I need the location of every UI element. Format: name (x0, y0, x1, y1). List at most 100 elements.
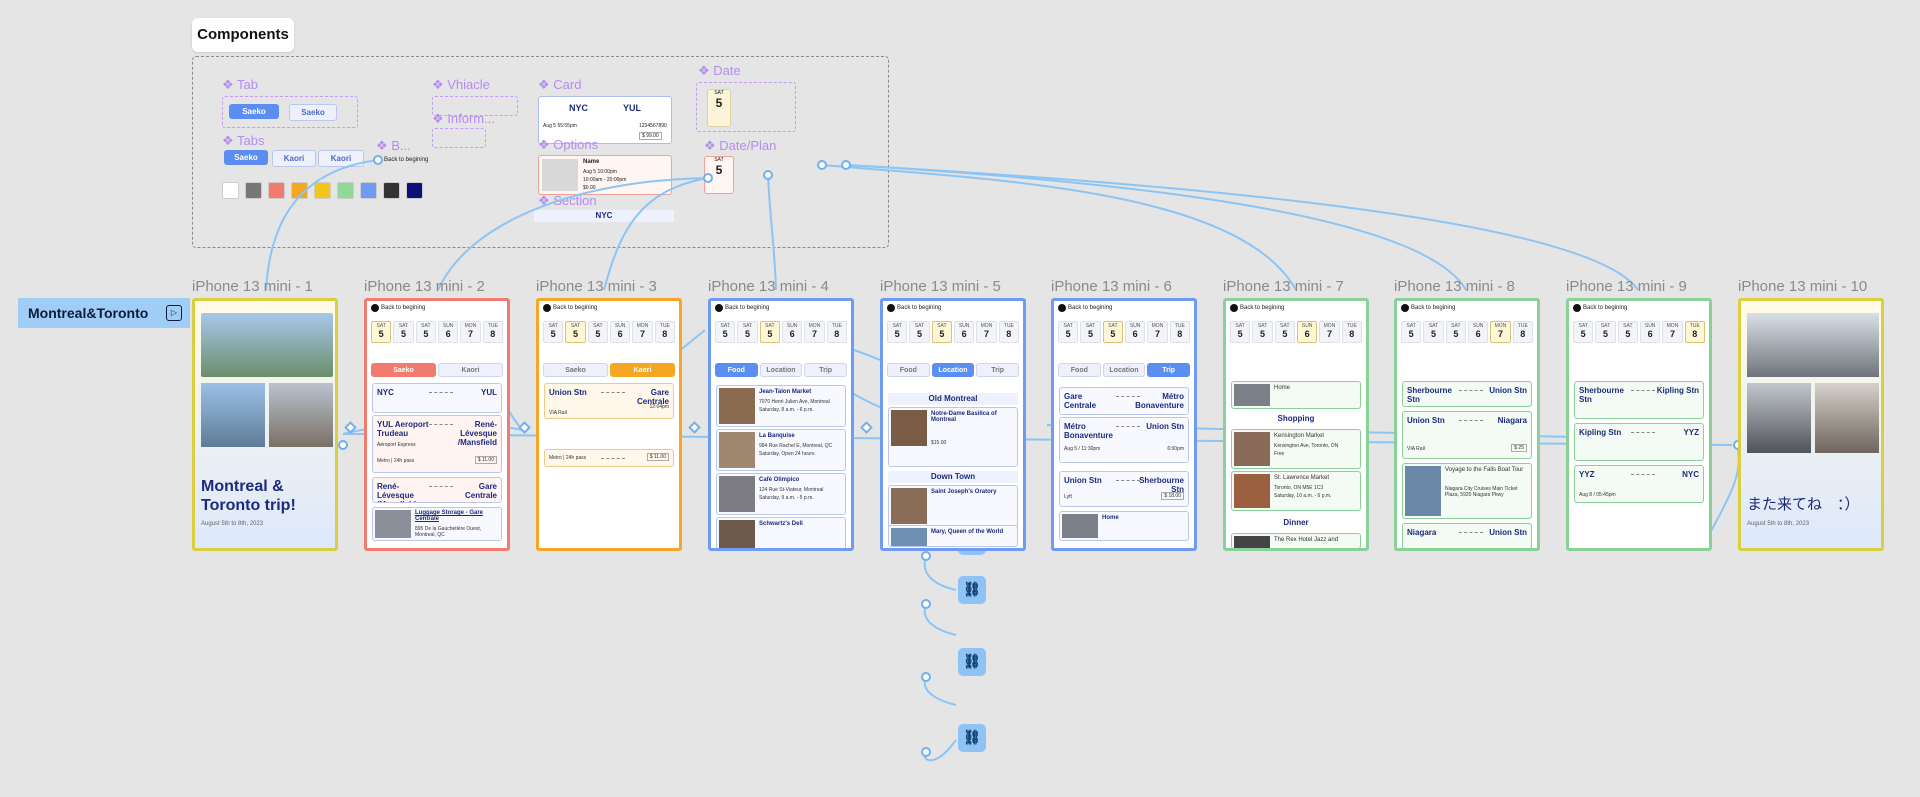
connector-node[interactable] (703, 173, 713, 183)
connector-node[interactable] (373, 155, 383, 165)
color-swatch[interactable] (383, 182, 400, 199)
date-component[interactable]: SAT 5 (696, 82, 796, 132)
color-swatch[interactable] (360, 182, 377, 199)
connector-node[interactable] (338, 440, 348, 450)
color-swatch[interactable] (268, 182, 285, 199)
component-label-date-plan[interactable]: ❖ Date/Plan (704, 138, 777, 153)
connector-node[interactable] (921, 672, 931, 682)
frame-title[interactable]: iPhone 13 mini - 2 (364, 278, 485, 295)
play-icon[interactable]: ▷ (166, 305, 182, 321)
tab-trip[interactable]: Trip (1147, 363, 1191, 377)
color-swatch[interactable] (314, 182, 331, 199)
card-component[interactable]: NYC YUL Aug 5 55:55pm 1234567890 $ 99.00 (538, 96, 672, 144)
component-label-options[interactable]: ❖ Options (538, 137, 599, 152)
component-label-inform[interactable]: ❖ Inform... (432, 111, 495, 126)
component-label-vhiacle[interactable]: ❖ Vhiacle (432, 77, 490, 92)
frame-title[interactable]: iPhone 13 mini - 5 (880, 278, 1001, 295)
tab-saeko[interactable]: Saeko (543, 363, 608, 377)
frame-title[interactable]: iPhone 13 mini - 9 (1566, 278, 1687, 295)
route-card[interactable]: Metro | 24h pass$ 11.00 (544, 449, 674, 467)
component-label-tab[interactable]: ❖ Tab (222, 77, 258, 92)
connector-node[interactable] (921, 747, 931, 757)
back-button[interactable]: Back to begining (715, 304, 769, 312)
back-button[interactable]: Back to begining (1058, 304, 1112, 312)
frame-title[interactable]: iPhone 13 mini - 7 (1223, 278, 1344, 295)
tab-food[interactable]: Food (1058, 363, 1101, 377)
place-card[interactable]: The Rex Hotel Jazz and (1231, 533, 1361, 548)
color-swatch[interactable] (337, 182, 354, 199)
connector-node[interactable] (817, 160, 827, 170)
component-label-b[interactable]: ❖ B... (376, 138, 411, 153)
link-icon[interactable]: ⛓ (958, 576, 986, 604)
back-button[interactable]: Back to begining (371, 304, 425, 312)
frame-title[interactable]: iPhone 13 mini - 10 (1738, 278, 1868, 295)
tab-location[interactable]: Location (931, 363, 975, 377)
back-button[interactable]: Back to begining (1230, 304, 1284, 312)
flow-starting-point[interactable]: Montreal&Toronto (18, 298, 190, 328)
frame-title[interactable]: iPhone 13 mini - 3 (536, 278, 657, 295)
vehicle-component[interactable] (432, 96, 518, 116)
link-icon[interactable]: ⛓ (958, 648, 986, 676)
tab-component[interactable]: Saeko Saeko (222, 96, 358, 128)
components-title[interactable]: Components (192, 18, 294, 52)
route-card[interactable]: René-Lévesque /MansfieldGare Centrale (372, 477, 502, 503)
tab-kaori[interactable]: Kaori (610, 363, 675, 377)
back-button[interactable]: Back to begining (1573, 304, 1627, 312)
connector-node[interactable] (763, 170, 773, 180)
tab-location[interactable]: Location (759, 363, 803, 377)
frame-title[interactable]: iPhone 13 mini - 4 (708, 278, 829, 295)
tab-kaori[interactable]: Kaori (438, 363, 503, 377)
color-swatch[interactable] (406, 182, 423, 199)
frame-title[interactable]: iPhone 13 mini - 6 (1051, 278, 1172, 295)
color-swatch[interactable] (222, 182, 239, 199)
tab-saeko[interactable]: Saeko (371, 363, 436, 377)
component-label-card[interactable]: ❖ Card (538, 77, 582, 92)
tabs-component[interactable]: Saeko Kaori Kaori (224, 150, 366, 167)
tab-food[interactable]: Food (887, 363, 930, 377)
place-card[interactable]: Notre-Dame Basilica of Montreal$15.00 (888, 407, 1018, 467)
